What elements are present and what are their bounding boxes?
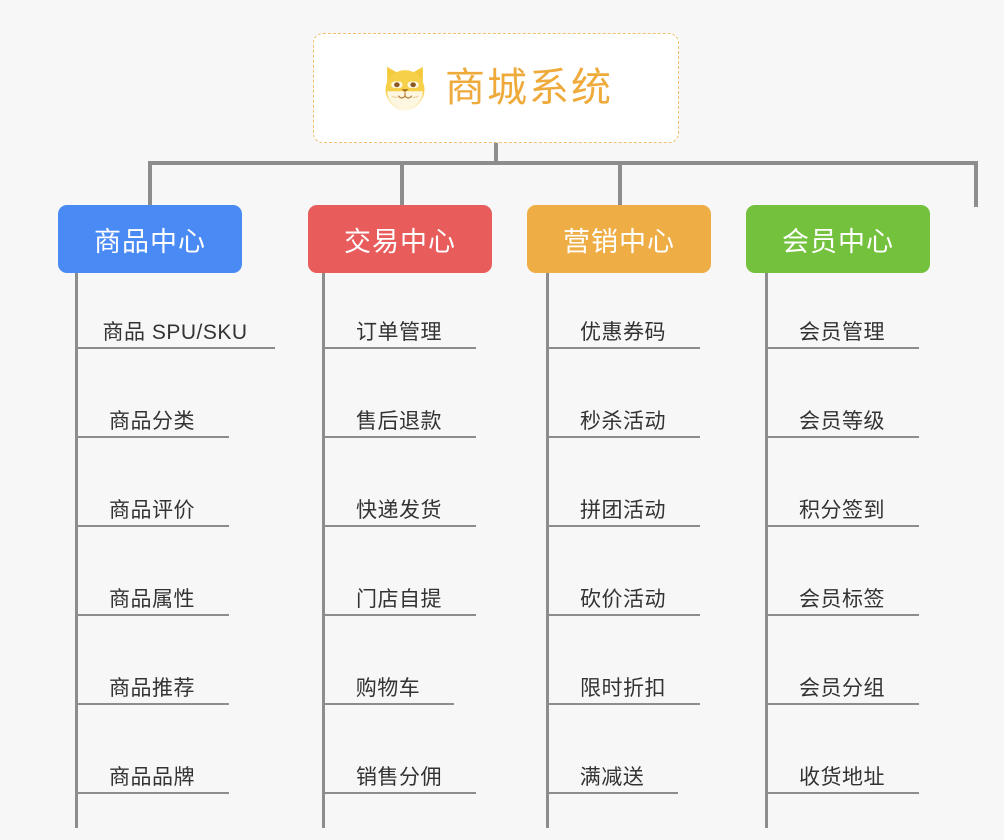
leaf-item[interactable]: 购物车 <box>322 661 454 705</box>
leaf-item[interactable]: 商品评价 <box>75 483 229 527</box>
leaf-item[interactable]: 限时折扣 <box>546 661 700 705</box>
category-box-3[interactable]: 营销中心 <box>527 205 711 273</box>
leaf-label: 限时折扣 <box>580 676 666 700</box>
spine-3 <box>546 273 549 828</box>
leaf-item[interactable]: 收货地址 <box>765 750 919 794</box>
leaf-label: 会员管理 <box>799 320 885 344</box>
category-label-3: 营销中心 <box>563 226 675 257</box>
leaf-label: 会员标签 <box>799 587 885 611</box>
leaf-label: 商品推荐 <box>109 676 195 700</box>
leaf-item[interactable]: 满减送 <box>546 750 678 794</box>
leaf-label: 砍价活动 <box>580 587 666 611</box>
category-box-1[interactable]: 商品中心 <box>58 205 242 273</box>
leaf-item[interactable]: 砍价活动 <box>546 572 700 616</box>
leaf-item[interactable]: 会员标签 <box>765 572 919 616</box>
leaf-label: 商品评价 <box>109 498 195 522</box>
leaf-label: 秒杀活动 <box>580 409 666 433</box>
leaf-label: 商品属性 <box>109 587 195 611</box>
leaf-item[interactable]: 拼团活动 <box>546 483 700 527</box>
leaf-item[interactable]: 商品品牌 <box>75 750 229 794</box>
leaf-label: 商品品牌 <box>109 765 195 789</box>
connector-drop-2 <box>400 161 404 207</box>
leaf-label: 快递发货 <box>356 498 442 522</box>
spine-1 <box>75 273 78 828</box>
leaf-label: 积分签到 <box>799 498 885 522</box>
leaf-label: 优惠券码 <box>580 320 666 344</box>
leaf-item[interactable]: 销售分佣 <box>322 750 476 794</box>
connector-drop-1 <box>148 161 152 207</box>
leaf-item[interactable]: 快递发货 <box>322 483 476 527</box>
connector-drop-3 <box>618 161 622 207</box>
leaf-item[interactable]: 积分签到 <box>765 483 919 527</box>
connector-bus-bar <box>148 161 978 165</box>
leaf-label: 销售分佣 <box>356 765 442 789</box>
leaf-item[interactable]: 秒杀活动 <box>546 394 700 438</box>
category-box-2[interactable]: 交易中心 <box>308 205 492 273</box>
leaf-item[interactable]: 会员等级 <box>765 394 919 438</box>
leaf-label: 商品分类 <box>109 409 195 433</box>
root-node[interactable]: 商城系统 <box>313 33 679 143</box>
category-box-4[interactable]: 会员中心 <box>746 205 930 273</box>
leaf-item[interactable]: 商品分类 <box>75 394 229 438</box>
leaf-item[interactable]: 商品属性 <box>75 572 229 616</box>
leaf-label: 订单管理 <box>356 320 442 344</box>
leaf-label: 门店自提 <box>356 587 442 611</box>
spine-4 <box>765 273 768 828</box>
root-title: 商城系统 <box>445 66 613 110</box>
leaf-item[interactable]: 订单管理 <box>322 305 476 349</box>
leaf-label: 会员分组 <box>799 676 885 700</box>
leaf-label: 拼团活动 <box>580 498 666 522</box>
leaf-label: 收货地址 <box>799 765 885 789</box>
leaf-label: 会员等级 <box>799 409 885 433</box>
leaf-item[interactable]: 售后退款 <box>322 394 476 438</box>
spine-2 <box>322 273 325 828</box>
leaf-item[interactable]: 会员分组 <box>765 661 919 705</box>
shiba-dog-icon <box>385 66 425 111</box>
leaf-item[interactable]: 商品 SPU/SKU <box>75 305 275 349</box>
leaf-label: 购物车 <box>355 676 421 700</box>
leaf-label: 满减送 <box>579 765 645 789</box>
leaf-item[interactable]: 优惠券码 <box>546 305 700 349</box>
connector-drop-4 <box>974 161 978 207</box>
leaf-label: 售后退款 <box>356 409 442 433</box>
category-label-2: 交易中心 <box>344 226 456 257</box>
category-label-4: 会员中心 <box>782 226 894 257</box>
connector-root-stem <box>494 143 498 165</box>
leaf-item[interactable]: 会员管理 <box>765 305 919 349</box>
leaf-item[interactable]: 商品推荐 <box>75 661 229 705</box>
leaf-label: 商品 SPU/SKU <box>102 320 248 344</box>
leaf-item[interactable]: 门店自提 <box>322 572 476 616</box>
category-label-1: 商品中心 <box>94 226 206 257</box>
